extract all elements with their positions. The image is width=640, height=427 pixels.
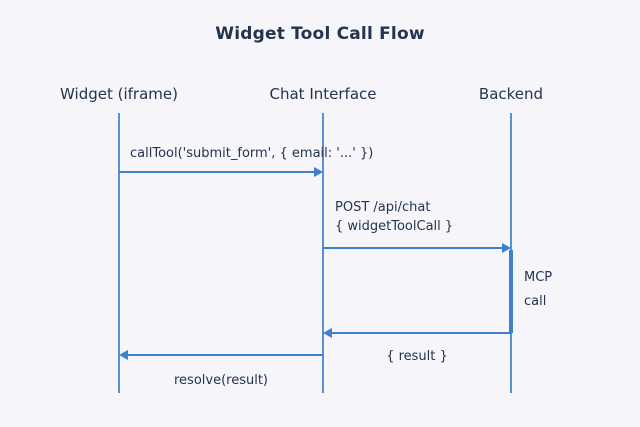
message-line-call-tool — [119, 171, 314, 173]
message-line-resolve-result — [128, 354, 323, 356]
page-title: Widget Tool Call Flow — [215, 24, 425, 44]
self-call-label-mcp-line2: call — [524, 294, 547, 309]
lifeline-widget — [118, 113, 120, 393]
participant-label-backend: Backend — [478, 85, 544, 103]
message-line-result-return — [332, 332, 511, 334]
lifeline-chat — [322, 113, 324, 393]
message-label-post-api-chat-line1: POST /api/chat — [335, 200, 431, 215]
message-arrowhead-call-tool — [314, 167, 323, 177]
message-label-call-tool: callTool('submit_form', { email: '...' }… — [130, 146, 374, 161]
message-arrowhead-post-api-chat — [502, 243, 511, 253]
participant-label-chat: Chat Interface — [269, 85, 377, 103]
activation-bar-backend-mcp-call — [509, 250, 513, 333]
message-line-post-api-chat — [323, 247, 502, 249]
message-arrowhead-resolve-result — [119, 350, 128, 360]
message-arrowhead-result-return — [323, 328, 332, 338]
participant-label-widget: Widget (iframe) — [60, 85, 178, 103]
message-label-resolve-result: resolve(result) — [173, 373, 269, 388]
self-call-label-mcp-line1: MCP — [524, 270, 553, 285]
message-label-result-return: { result } — [386, 349, 448, 364]
message-label-post-api-chat-line2: { widgetToolCall } — [335, 219, 454, 234]
